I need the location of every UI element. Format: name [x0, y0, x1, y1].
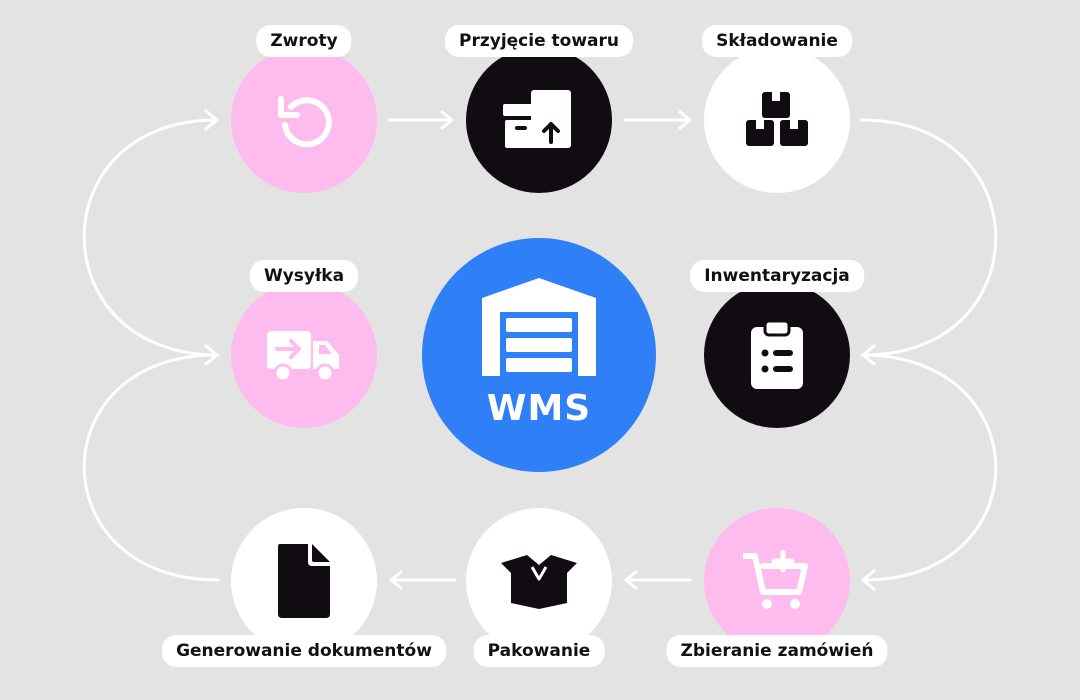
- undo-icon: [278, 96, 332, 148]
- loop-inwentaryzacja-to-zbieranie: [860, 353, 998, 591]
- label-wysylka: Wysyłka: [249, 260, 359, 292]
- boxes-stack-icon: [746, 92, 808, 146]
- node-inwentaryzacja: [704, 282, 850, 428]
- loop-dokumenty-to-wysylka: [82, 344, 220, 582]
- label-skladowanie: Składowanie: [702, 25, 852, 57]
- node-generowanie-dokumentow: [231, 508, 377, 654]
- clipboard-list-icon: [751, 319, 803, 389]
- label-przyjecie-towaru: Przyjęcie towaru: [445, 25, 633, 57]
- document-icon: [278, 544, 330, 618]
- wms-label: WMS: [486, 388, 592, 429]
- node-skladowanie: [704, 47, 850, 193]
- cart-add-icon: [743, 550, 808, 609]
- arrow-zbieranie-to-pakowanie: [624, 570, 692, 590]
- label-pakowanie: Pakowanie: [473, 635, 605, 667]
- node-wysylka: [231, 282, 377, 428]
- arrow-pakowanie-to-dokumenty: [389, 570, 457, 590]
- warehouse-icon: [482, 278, 596, 376]
- arrow-zwroty-to-przyjecie: [388, 110, 454, 130]
- node-zwroty: [231, 47, 377, 193]
- wms-hub: WMS: [422, 238, 656, 472]
- loop-skladowanie-to-inwentaryzacja: [860, 118, 998, 366]
- node-przyjecie-towaru: [466, 47, 612, 193]
- node-pakowanie: [466, 508, 612, 654]
- node-zbieranie-zamowien: [704, 508, 850, 654]
- label-zbieranie-zamowien: Zbieranie zamówień: [666, 635, 888, 667]
- open-box-icon: [501, 555, 577, 609]
- loop-wysylka-to-zwroty: [82, 109, 220, 357]
- label-inwentaryzacja: Inwentaryzacja: [690, 260, 864, 292]
- label-generowanie-dokumentow: Generowanie dokumentów: [162, 635, 446, 667]
- label-zwroty: Zwroty: [256, 25, 352, 57]
- delivery-truck-icon: [267, 331, 339, 383]
- box-upload-icon: [503, 90, 571, 148]
- arrow-przyjecie-to-skladowanie: [623, 110, 692, 130]
